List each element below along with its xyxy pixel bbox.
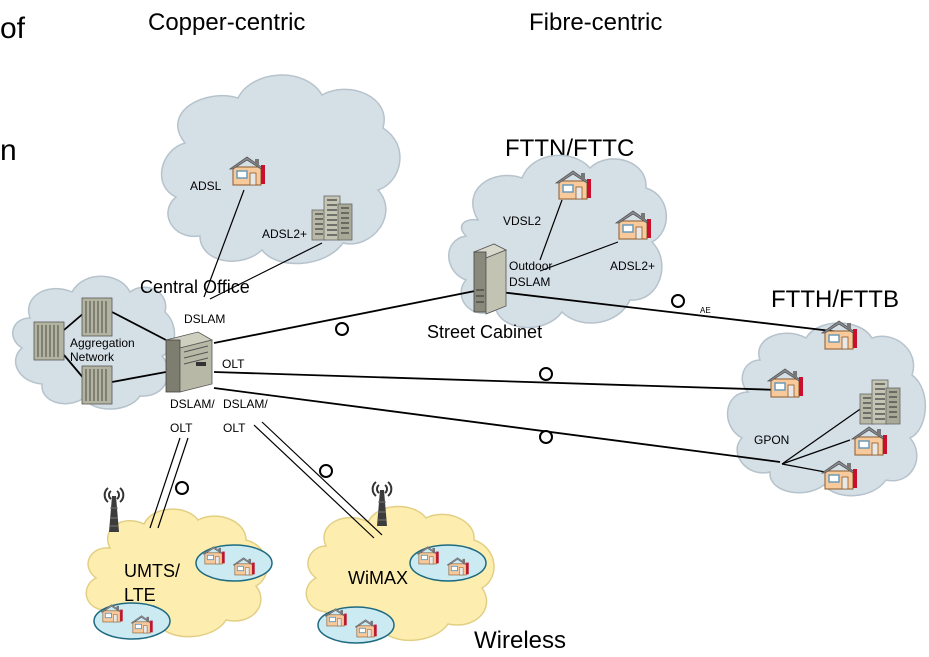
equipment-rack-icon <box>81 365 113 405</box>
street-cabinet-icon <box>473 243 507 315</box>
outdoor-dslam-label: DSLAM <box>509 275 550 289</box>
ae-label: AE <box>700 306 711 315</box>
central-office-label: Central Office <box>140 277 250 297</box>
home-group-icon <box>196 545 272 581</box>
fibre-ring-icon <box>671 294 685 308</box>
home-group-icon <box>410 545 486 581</box>
fibre-link-ftth-home <box>213 371 781 391</box>
wireless-heading: Wireless <box>474 627 566 654</box>
ae-link <box>499 291 841 333</box>
fibre-link-gpon <box>213 387 781 463</box>
fibre-centric-heading: Fibre-centric <box>529 9 662 36</box>
fibre-ring-icon <box>175 481 189 495</box>
agg-link-3 <box>63 311 86 331</box>
lte-label: LTE <box>124 585 156 605</box>
gpon-split-1 <box>781 404 867 465</box>
dslam-co-label: DSLAM <box>184 312 225 326</box>
gpon-split-2 <box>781 439 851 465</box>
street-cabinet-label: Street Cabinet <box>427 322 542 342</box>
fibre-ring-icon <box>539 367 553 381</box>
agg-link-2 <box>111 371 167 383</box>
olt-left-label: OLT <box>170 421 193 435</box>
vdsl2-link <box>539 199 563 261</box>
copper-centric-heading: Copper-centric <box>148 9 305 36</box>
adsl2plus-co-label: ADSL2+ <box>262 227 307 241</box>
ftth-fttb-heading: FTTH/FTTB <box>771 286 899 313</box>
adsl2plus-cabinet-label: ADSL2+ <box>610 259 655 273</box>
aggregation-label: Aggregation <box>70 336 135 350</box>
olt-right-label: OLT <box>223 421 246 435</box>
dslam-olt-server-icon <box>164 331 214 393</box>
olt-co-label: OLT <box>222 357 245 371</box>
umts-link-a <box>149 437 181 529</box>
vdsl2-label: VDSL2 <box>503 214 541 228</box>
equipment-rack-icon <box>81 297 113 337</box>
outdoor-label: Outdoor <box>509 259 552 273</box>
dslam-left-label: DSLAM/ <box>170 397 215 411</box>
adsl-label: ADSL <box>190 179 222 193</box>
wimax-link-b <box>261 421 383 536</box>
umts-label: UMTS/ <box>124 561 180 581</box>
left-text-fragment-1: of <box>0 12 26 45</box>
agg-link-1 <box>111 311 167 341</box>
fibre-ring-icon <box>539 430 553 444</box>
fibre-ring-icon <box>335 322 349 336</box>
gpon-label: GPON <box>754 433 789 447</box>
fibre-ring-icon <box>319 464 333 478</box>
left-text-fragment-2: n <box>0 134 17 167</box>
adsl2plus-cabinet-link <box>539 241 619 272</box>
adsl-link <box>203 189 245 298</box>
home-group-icon <box>94 603 170 639</box>
umts-link-b <box>157 437 189 529</box>
adsl2plus-link <box>209 242 323 300</box>
agg-link-4 <box>63 354 86 381</box>
wimax-label: WiMAX <box>348 568 408 588</box>
home-group-icon <box>318 607 394 643</box>
wimax-link-a <box>253 424 375 539</box>
dslam-right-label: DSLAM/ <box>223 397 268 411</box>
fibre-link-cabinet <box>213 289 481 344</box>
equipment-rack-icon <box>33 321 65 361</box>
network-label: Network <box>70 350 115 364</box>
